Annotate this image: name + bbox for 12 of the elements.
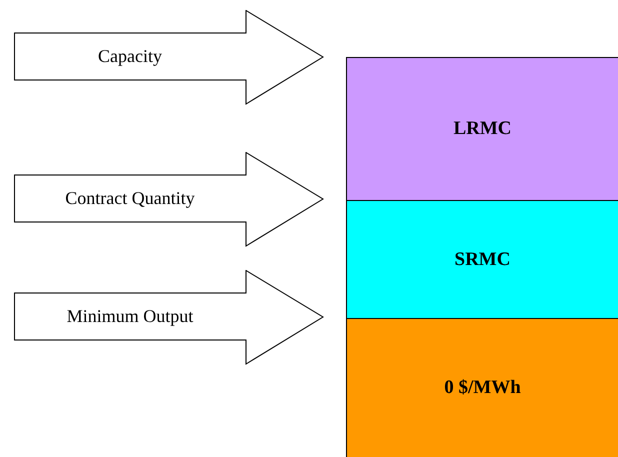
band-label: LRMC <box>452 117 513 141</box>
arrow-label: Minimum Output <box>66 305 194 328</box>
band-label: SRMC <box>454 248 512 272</box>
stacked-band <box>346 318 618 457</box>
block-arrow <box>14 152 324 247</box>
block-arrow <box>14 270 324 365</box>
block-arrow <box>14 10 324 105</box>
stacked-band <box>346 200 618 318</box>
arrow-label: Capacity <box>97 45 163 68</box>
arrow-label: Contract Quantity <box>64 187 196 210</box>
band-label: 0 $/MWh <box>443 376 522 400</box>
stacked-band <box>346 57 618 200</box>
